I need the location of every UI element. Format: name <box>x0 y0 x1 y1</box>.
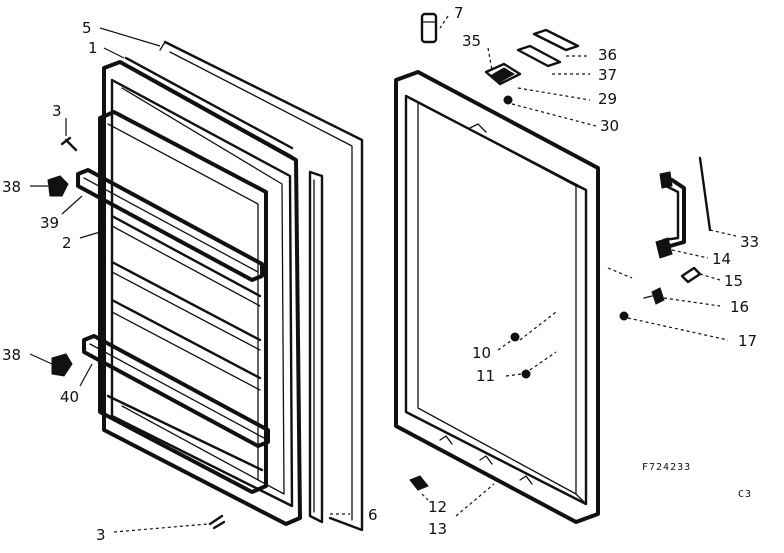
frame-plug-upper-icon <box>510 332 520 342</box>
lower-shelf-rail <box>82 334 270 448</box>
rail-bracket-upper-icon <box>47 175 69 197</box>
page-tag: C3 <box>738 489 752 500</box>
callout-37: 37 <box>598 66 617 84</box>
callout-3-lower: 3 <box>96 526 106 544</box>
callout-10: 10 <box>472 344 491 362</box>
top-shim-plate-b <box>516 44 562 68</box>
callout-2: 2 <box>62 234 72 252</box>
rail-screw-upper-icon <box>60 136 78 152</box>
callout-16: 16 <box>730 298 749 316</box>
callout-30: 30 <box>600 117 619 135</box>
callout-36: 36 <box>598 46 617 64</box>
callout-7: 7 <box>454 4 464 22</box>
bottom-hinge-bearing-icon <box>409 475 429 491</box>
callout-6: 6 <box>368 506 378 524</box>
callout-35: 35 <box>462 32 481 50</box>
callout-13: 13 <box>428 520 447 538</box>
door-gasket-strip <box>308 170 324 524</box>
callout-38-upper: 38 <box>2 178 21 196</box>
callout-29: 29 <box>598 90 617 108</box>
frame-plug-lower-icon <box>521 369 531 379</box>
callout-labels: 5 1 3 38 39 2 38 40 3 6 7 35 36 37 29 30… <box>2 4 759 544</box>
door-frame <box>394 70 600 524</box>
hinge-pin-icon <box>420 12 438 44</box>
top-shim-plate-a <box>532 28 580 52</box>
callout-15: 15 <box>724 272 743 290</box>
figure-id: F724233 <box>642 462 691 473</box>
top-hinge-block <box>484 62 522 86</box>
bottom-screw-icon <box>208 514 226 530</box>
upper-shelf-rail <box>76 168 264 282</box>
leader-lines <box>29 15 737 533</box>
callout-40: 40 <box>60 388 79 406</box>
handle-cover-icon <box>680 266 702 284</box>
rail-bracket-lower-icon <box>51 353 73 377</box>
callout-38-lower: 38 <box>2 346 21 364</box>
callout-12: 12 <box>428 498 447 516</box>
handle-trim-strip <box>698 156 712 232</box>
handle-nut-icon <box>619 311 629 321</box>
callout-5: 5 <box>82 19 92 37</box>
callout-17: 17 <box>738 332 757 350</box>
callout-39: 39 <box>40 214 59 232</box>
door-handle <box>655 171 686 259</box>
handle-screw-icon <box>643 287 665 305</box>
callout-14: 14 <box>712 250 731 268</box>
callout-33: 33 <box>740 233 759 251</box>
callout-3-upper: 3 <box>52 102 62 120</box>
hinge-bushing-icon <box>503 95 513 105</box>
door-outer-panel <box>159 40 364 532</box>
door-inner-liner <box>98 56 302 526</box>
callout-11: 11 <box>476 367 495 385</box>
callout-1: 1 <box>88 39 98 57</box>
